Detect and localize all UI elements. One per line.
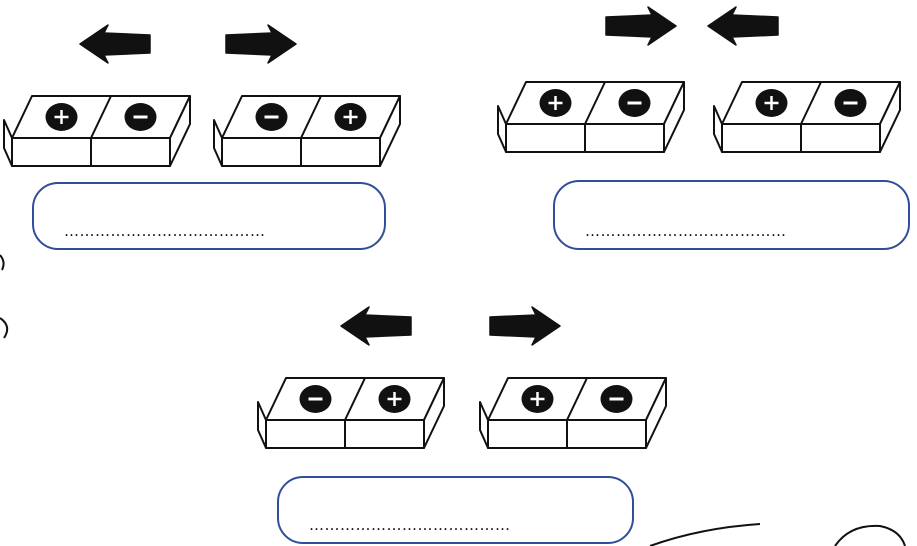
scribble-mark <box>649 523 761 546</box>
plus-pole-icon <box>334 103 367 131</box>
scribble-mark <box>834 524 906 546</box>
minus-pole-icon <box>124 103 157 131</box>
plus-pole-icon <box>521 385 554 413</box>
arrow-left-icon <box>340 306 412 346</box>
arrow-left-icon <box>79 24 151 64</box>
plus-pole-icon <box>755 89 788 117</box>
scribble-mark <box>0 254 5 271</box>
minus-pole-icon <box>255 103 288 131</box>
decorative-scribbles <box>0 254 906 546</box>
minus-pole-icon <box>834 89 867 117</box>
arrow-right-icon <box>225 24 297 64</box>
magnet-bar <box>3 95 191 167</box>
plus-pole-icon <box>539 89 572 117</box>
magnet-bar <box>479 377 667 449</box>
answer-box-1[interactable]: ………………………………… <box>32 182 386 250</box>
exercise-2 <box>497 6 901 153</box>
minus-pole-icon <box>299 385 332 413</box>
magnet-bar <box>257 377 445 449</box>
answer-placeholder: ………………………………… <box>309 516 511 534</box>
exercise-1 <box>3 24 401 167</box>
answer-placeholder: ………………………………… <box>64 222 266 240</box>
minus-pole-icon <box>600 385 633 413</box>
answer-box-3[interactable]: ………………………………… <box>277 476 634 544</box>
magnet-bar <box>497 81 685 153</box>
scribble-mark <box>0 317 9 339</box>
arrow-right-icon <box>605 6 677 46</box>
answer-box-2[interactable]: ………………………………… <box>553 180 910 250</box>
arrow-right-icon <box>489 306 561 346</box>
magnet-bar <box>713 81 901 153</box>
arrow-left-icon <box>707 6 779 46</box>
minus-pole-icon <box>618 89 651 117</box>
plus-pole-icon <box>378 385 411 413</box>
magnet-bar <box>213 95 401 167</box>
plus-pole-icon <box>45 103 78 131</box>
answer-placeholder: ………………………………… <box>585 222 787 240</box>
exercise-3 <box>257 306 667 449</box>
